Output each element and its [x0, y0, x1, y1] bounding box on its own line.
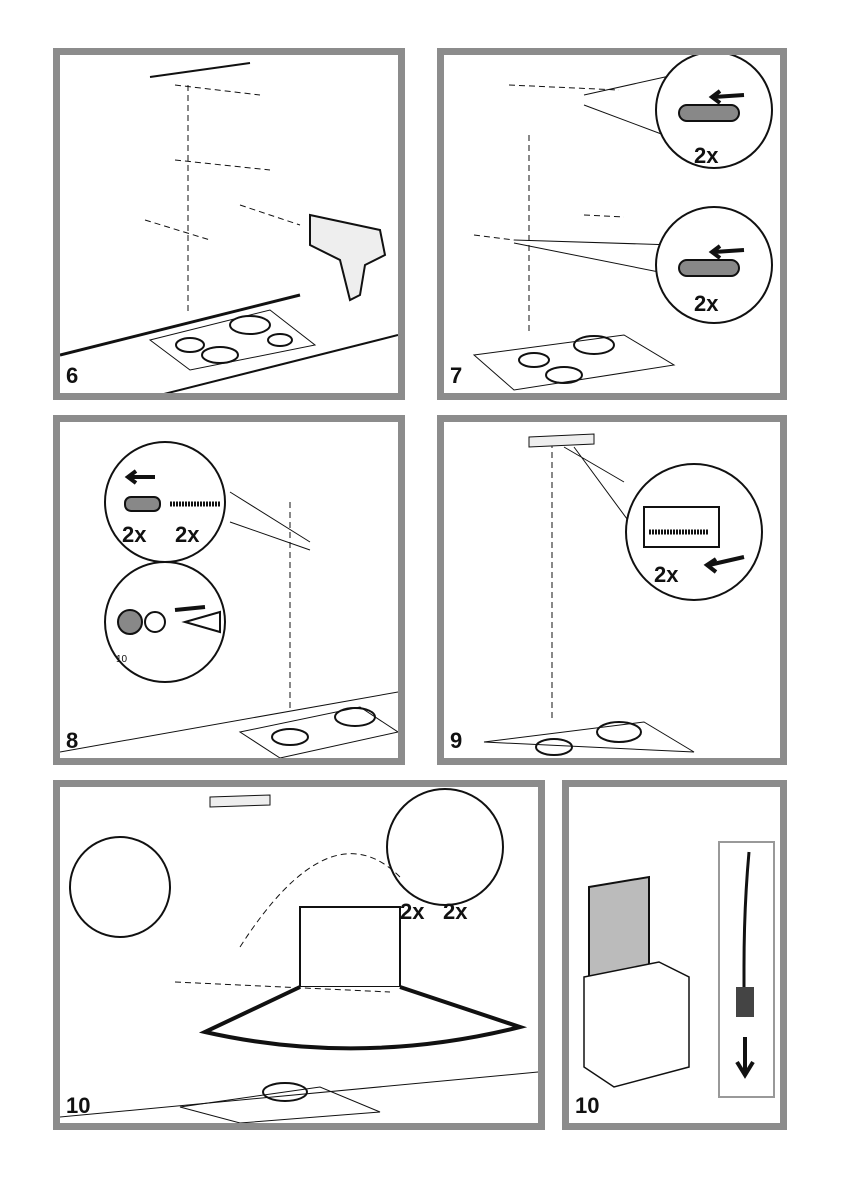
- step-8-panel: 2x 2x 10 8: [53, 415, 405, 765]
- quantity-label: 2x: [694, 291, 719, 316]
- quantity-label: 2x: [400, 899, 425, 924]
- bracket-mounting-illustration: [483, 433, 763, 756]
- step-10-plug-panel: 10: [562, 780, 787, 1130]
- hood-hanging-illustration: [60, 788, 538, 1123]
- quantity-label: 2x: [654, 562, 679, 587]
- quantity-label: 2x: [122, 522, 147, 547]
- step-number: 10: [66, 1093, 91, 1118]
- step-number: 6: [66, 363, 79, 388]
- step-number: 8: [66, 728, 79, 753]
- quantity-label: 2x: [175, 522, 200, 547]
- step-7-panel: 2x 2x 7: [437, 48, 787, 400]
- step-10-hood-panel: 2x 2x 10: [53, 780, 545, 1130]
- step-9-panel: 2x 9: [437, 415, 787, 765]
- wall-plugs-illustration: [472, 55, 773, 391]
- quantity-label: 2x: [443, 899, 468, 924]
- step-6-panel: 6: [53, 48, 405, 400]
- dimension-label: 10: [116, 654, 128, 665]
- step-number: 7: [450, 363, 463, 388]
- power-connection-illustration: [583, 841, 775, 1098]
- drilling-illustration: [60, 62, 398, 393]
- step-number: 9: [450, 728, 463, 753]
- screw-insertion-illustration: [60, 441, 398, 758]
- step-number: 10: [575, 1093, 600, 1118]
- quantity-label: 2x: [694, 143, 719, 168]
